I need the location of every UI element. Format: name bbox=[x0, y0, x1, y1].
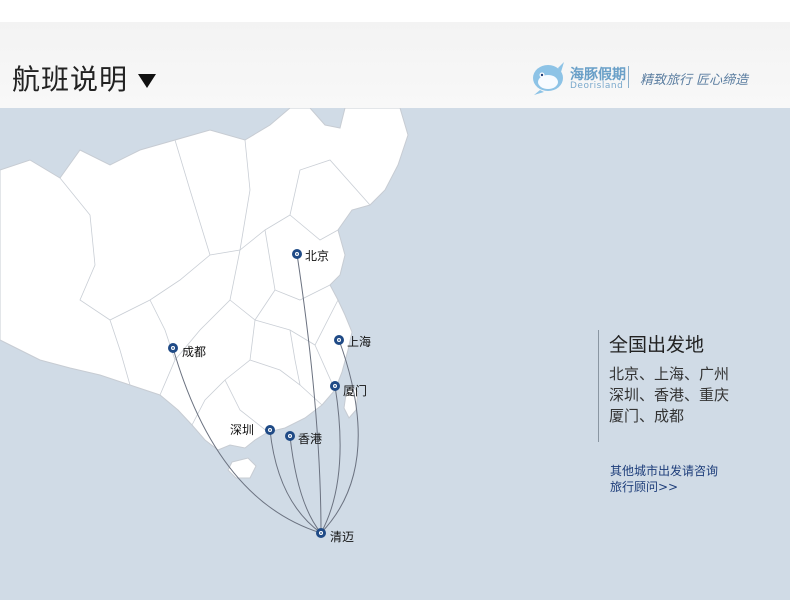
city-marker-shanghai bbox=[334, 335, 344, 345]
china-landmass bbox=[0, 108, 409, 451]
dropdown-triangle-icon[interactable] bbox=[138, 74, 156, 88]
city-marker-hongkong bbox=[285, 431, 295, 441]
brand-name: 海豚假期 bbox=[570, 67, 626, 83]
departure-line: 厦门、成都 bbox=[609, 407, 685, 425]
city-marker-xiamen bbox=[330, 381, 340, 391]
city-marker-chengdu bbox=[168, 343, 178, 353]
flight-route-xiamen bbox=[320, 385, 341, 534]
flight-route-chengdu bbox=[172, 347, 322, 534]
contact-line: 其他城市出发请咨询 bbox=[610, 464, 719, 478]
flight-route-shanghai bbox=[320, 339, 359, 534]
top-strip bbox=[0, 0, 790, 22]
departure-info-box: 全国出发地 北京、上海、广州 深圳、香港、重庆 厦门、成都 bbox=[598, 330, 779, 442]
bottom-strip bbox=[0, 600, 790, 610]
city-label-chengdu: 成都 bbox=[182, 345, 207, 359]
departure-line: 北京、上海、广州 bbox=[609, 365, 730, 383]
brand-logo: 海豚假期 Deorisland 精致旅行 匠心缔造 bbox=[530, 60, 770, 96]
contact-advisor-link[interactable]: 其他城市出发请咨询 旅行顾问>> bbox=[610, 463, 760, 495]
city-label-shanghai: 上海 bbox=[347, 335, 372, 349]
province-borders bbox=[59, 139, 371, 433]
brand-divider bbox=[628, 66, 629, 88]
city-label-chiangmai: 清迈 bbox=[330, 530, 355, 544]
brand-slogan: 精致旅行 匠心缔造 bbox=[640, 73, 749, 88]
flight-route-beijing bbox=[296, 253, 322, 534]
city-label-shenzhen: 深圳 bbox=[230, 423, 255, 437]
flight-route-shenzhen bbox=[269, 429, 322, 534]
departure-title: 全国出发地 bbox=[609, 334, 705, 356]
page-header: 航班说明 海豚假期 Deorisland 精致旅行 匠心缔造 bbox=[0, 22, 790, 108]
flight-route-hongkong bbox=[289, 435, 322, 534]
city-marker-chiangmai bbox=[316, 528, 326, 538]
contact-line: 旅行顾问>> bbox=[610, 480, 679, 494]
city-label-beijing: 北京 bbox=[305, 249, 330, 263]
china-route-map bbox=[0, 108, 409, 479]
city-marker-beijing bbox=[292, 249, 302, 259]
city-marker-shenzhen bbox=[265, 425, 275, 435]
brand-subtitle: Deorisland bbox=[570, 81, 624, 91]
page-title: 航班说明 bbox=[12, 63, 129, 96]
hainan-island bbox=[227, 457, 257, 479]
dolphin-logo-icon bbox=[533, 62, 564, 95]
city-label-xiamen: 厦门 bbox=[343, 384, 368, 398]
city-label-hongkong: 香港 bbox=[298, 432, 323, 446]
departure-line: 深圳、香港、重庆 bbox=[609, 386, 730, 404]
